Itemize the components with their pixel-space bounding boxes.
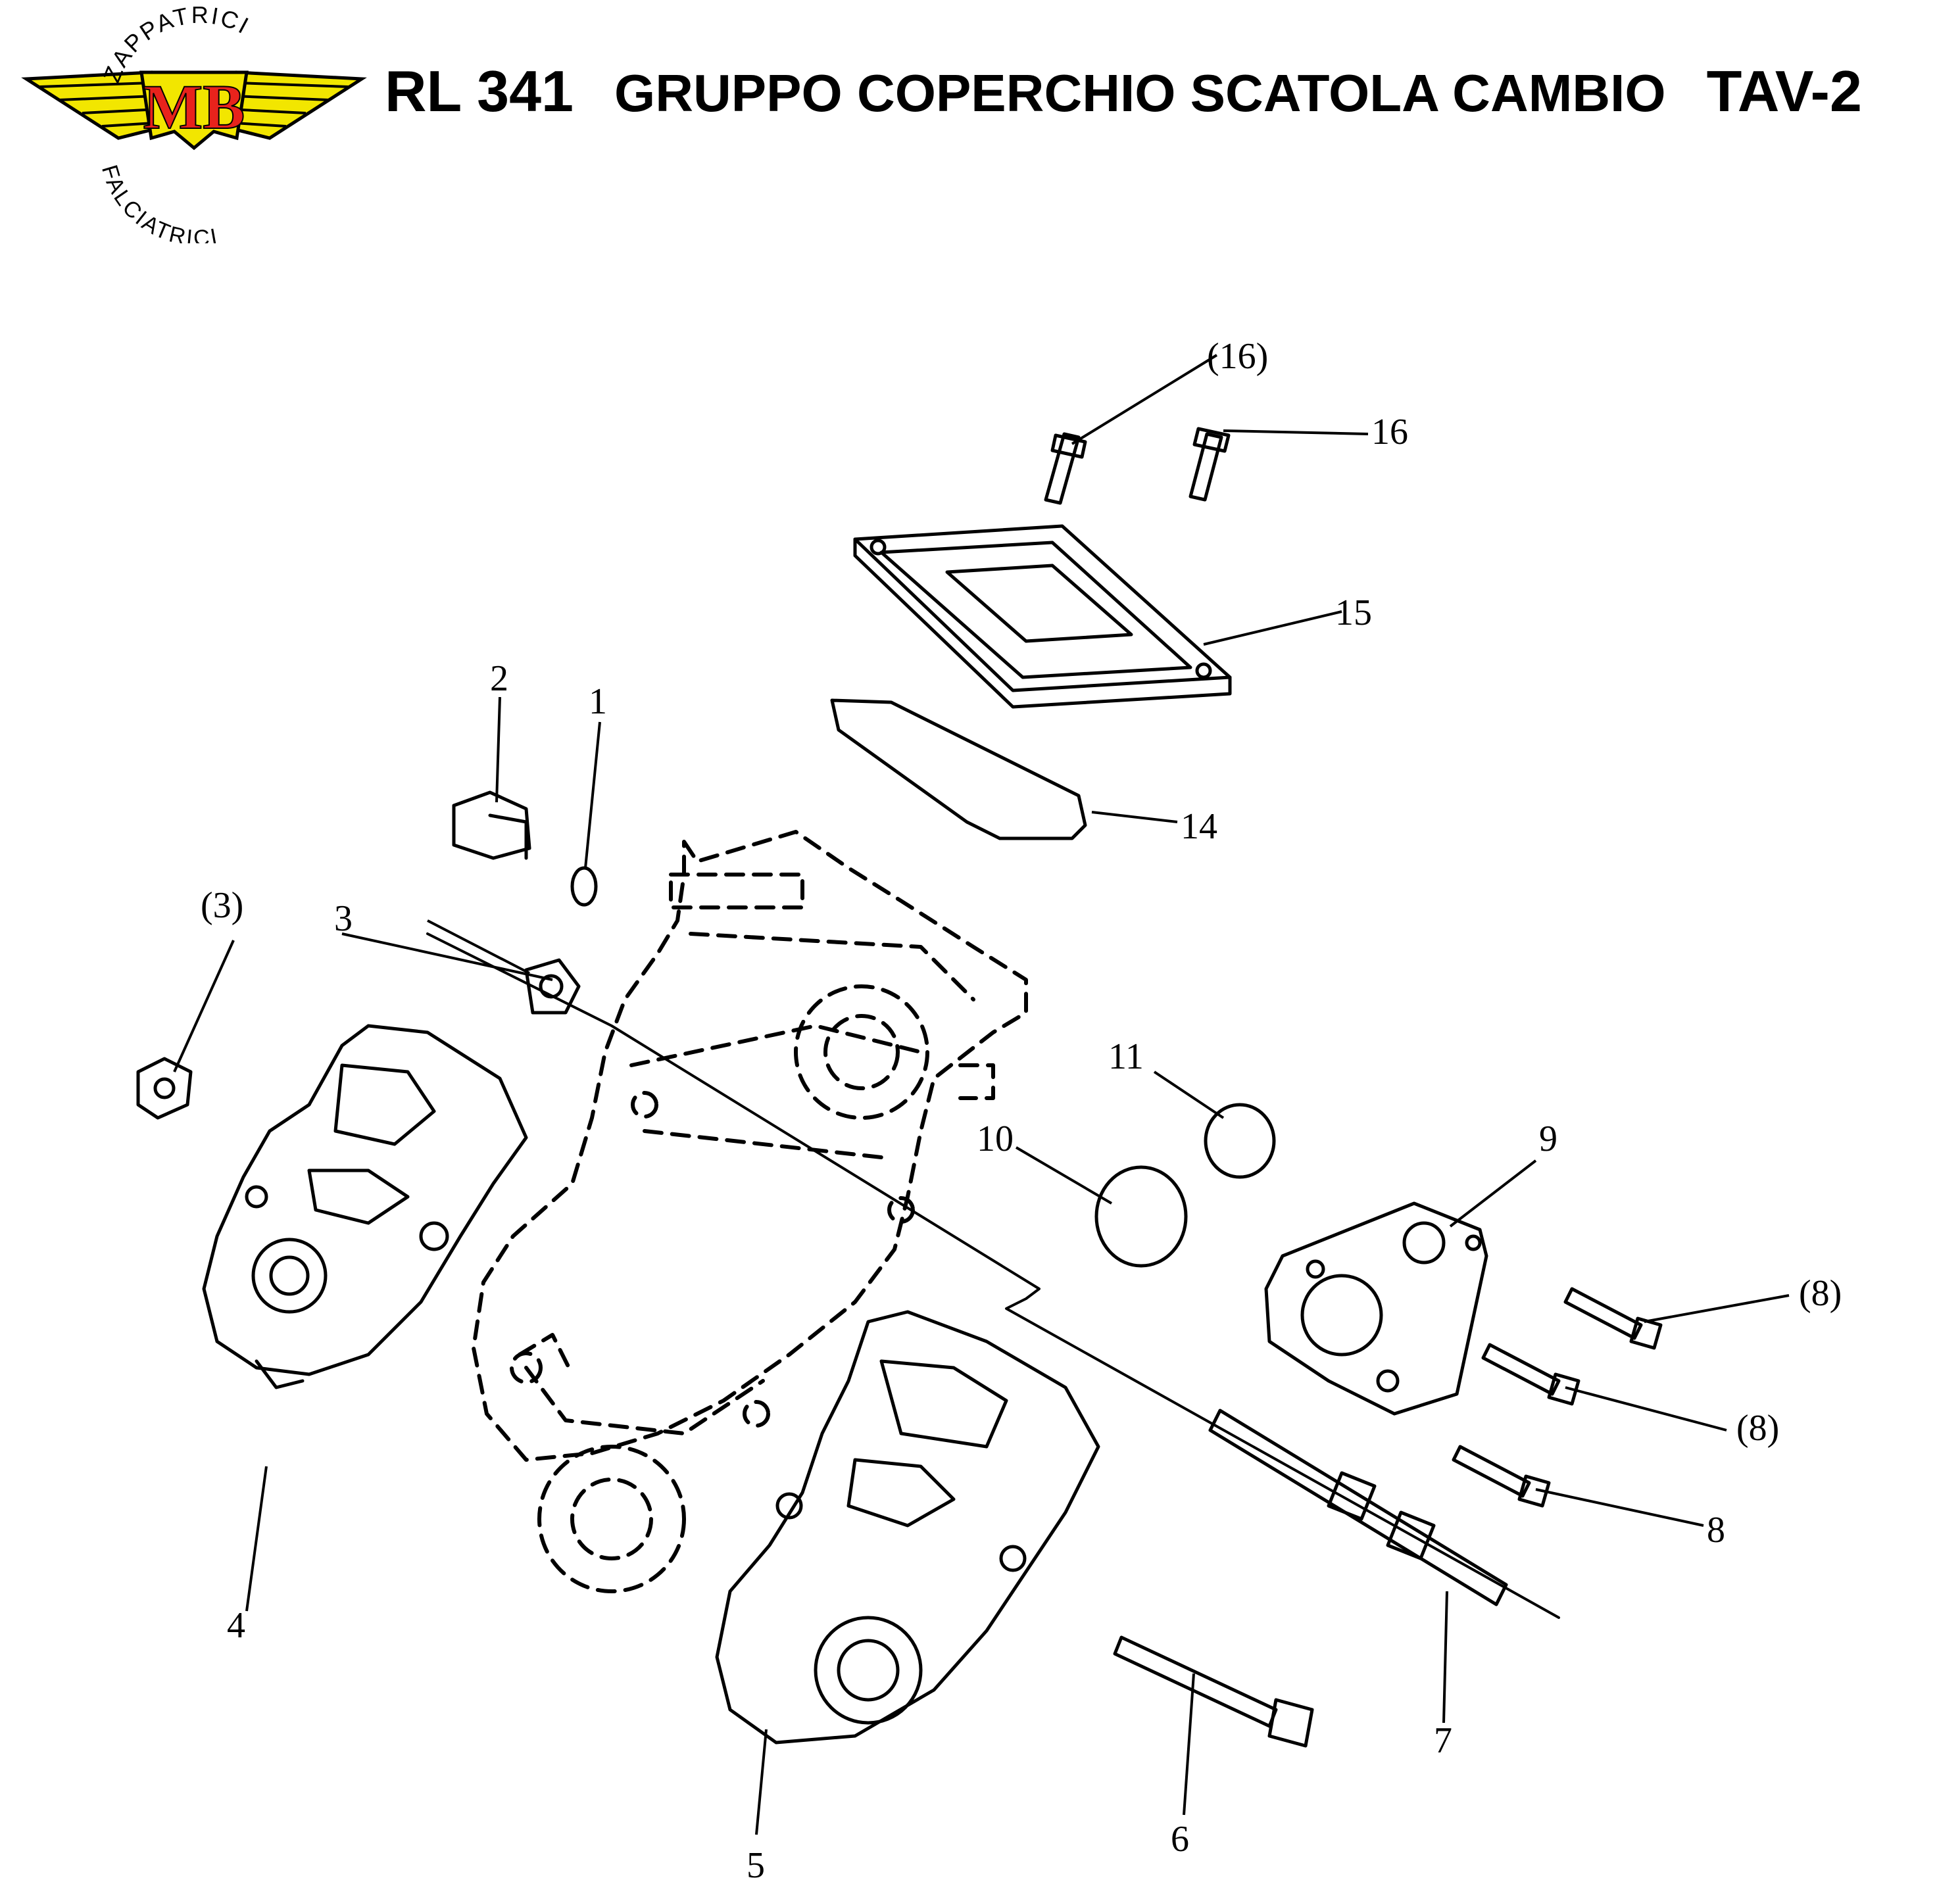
callout-16: 16 <box>1371 412 1408 452</box>
leader-lines <box>173 354 1790 1835</box>
callout-7: 7 <box>1434 1720 1452 1761</box>
callout-16-optional: (16) <box>1207 336 1268 377</box>
callout-8-optional-a: (8) <box>1799 1273 1842 1314</box>
bolt-8-b <box>1481 1343 1580 1406</box>
nut-3 <box>524 958 581 1015</box>
callout-labels: (16) 16 15 14 2 1 (3) 3 11 10 9 (8) (8) … <box>201 336 1842 1886</box>
logo-badge-shape <box>139 70 249 151</box>
bolt-8-a <box>1563 1287 1663 1350</box>
o-ring-10 <box>1094 1165 1188 1268</box>
assembly-axis-line <box>426 932 1560 1619</box>
logo-arc-bottom: FALCIATRICI <box>97 162 221 243</box>
table-id: TAV-2 <box>1706 59 1862 124</box>
gasket-14 <box>830 698 1087 840</box>
flange-gasket-9 <box>1264 1201 1488 1416</box>
main-cover-5 <box>715 1310 1100 1745</box>
callout-8: 8 <box>1707 1510 1725 1551</box>
model-code: RL 341 <box>385 59 574 124</box>
logo-monogram: MB <box>143 72 245 142</box>
plug-2 <box>452 790 531 860</box>
callout-8-optional-b: (8) <box>1736 1408 1779 1449</box>
page-header: MB ZAPPATRICI FALCIATRICI RL 341 GRUPPO … <box>0 0 1960 250</box>
callout-14: 14 <box>1181 806 1217 847</box>
shaft-7 <box>1208 1409 1508 1606</box>
bolt-8-c <box>1452 1445 1551 1508</box>
callout-4: 4 <box>227 1605 245 1646</box>
callout-3-optional: (3) <box>201 885 243 926</box>
group-title: GRUPPO COPERCHIO SCATOLA CAMBIO <box>614 64 1666 122</box>
callout-5: 5 <box>747 1845 765 1886</box>
callout-3: 3 <box>334 898 353 939</box>
mb-logo: MB ZAPPATRICI FALCIATRICI <box>21 7 367 243</box>
callout-1: 1 <box>589 681 607 722</box>
bolt-6 <box>1113 1635 1314 1748</box>
gearbox-housing-dashed <box>472 830 1028 1593</box>
callout-6: 6 <box>1171 1819 1189 1860</box>
page-title: RL 341 GRUPPO COPERCHIO SCATOLA CAMBIO T… <box>385 58 1862 130</box>
callout-15: 15 <box>1335 592 1372 633</box>
exploded-parts-diagram: (16) 16 15 14 2 1 (3) 3 11 10 9 (8) (8) … <box>136 336 1842 1886</box>
side-cover-4 <box>202 1024 528 1389</box>
o-ring-11 <box>1204 1103 1276 1179</box>
callout-2: 2 <box>490 658 508 699</box>
callout-10: 10 <box>977 1119 1014 1159</box>
o-ring-1 <box>570 866 598 907</box>
callout-9: 9 <box>1539 1119 1557 1159</box>
nut-3-alt <box>136 1057 193 1120</box>
cover-plate-15 <box>853 524 1232 709</box>
callout-11: 11 <box>1108 1036 1144 1077</box>
bolt-16-left <box>1044 432 1087 505</box>
bolt-16-right <box>1188 427 1231 502</box>
